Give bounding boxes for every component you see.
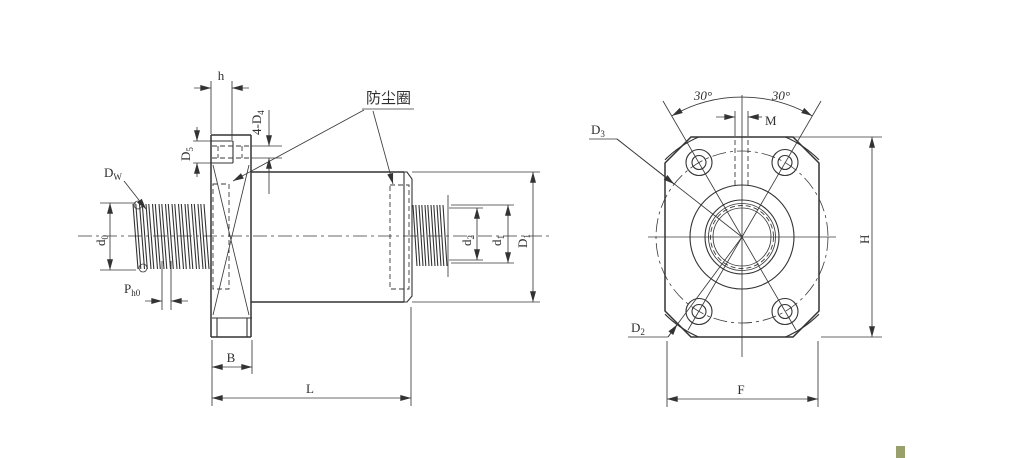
label-d5: D5 xyxy=(178,147,195,161)
center-bore-circles xyxy=(689,184,795,290)
label-4-d4: 4-D4 xyxy=(249,110,266,135)
watermark-artifact xyxy=(896,446,905,458)
label-h: h xyxy=(218,68,225,83)
label-angle-right: 30° xyxy=(771,88,790,103)
dim-D1: D1 xyxy=(412,171,540,303)
dim-ph0: Ph0 xyxy=(124,261,188,310)
ball-circle-bottom xyxy=(138,263,148,273)
nut-body xyxy=(212,171,413,303)
dim-b: B xyxy=(211,340,253,406)
bolt-hole-top-left xyxy=(685,148,713,177)
dim-d5: D5 xyxy=(178,127,211,177)
bolt-hole-top-right xyxy=(771,148,799,177)
wiper-ring-right xyxy=(403,171,413,303)
dim-l: L xyxy=(211,307,412,406)
label-D1: D1 xyxy=(515,234,532,248)
dim-height-h: H xyxy=(789,136,882,338)
label-d1: d1 xyxy=(489,235,506,246)
dust-seal-callout: 防尘圈 xyxy=(232,90,414,185)
label-dw: DW xyxy=(104,165,122,182)
label-d0: d0 xyxy=(93,235,110,247)
label-b: B xyxy=(227,350,236,365)
bolt-hole-bottom-left xyxy=(685,297,713,326)
label-f: F xyxy=(737,382,744,397)
leader-d2: D2 xyxy=(628,236,743,338)
dim-d1: d1 xyxy=(451,204,514,264)
label-d3: D3 xyxy=(591,122,605,139)
dim-m: M xyxy=(716,111,777,186)
dust-seal-right-hidden xyxy=(389,184,410,290)
bolt-hole-bottom-right xyxy=(771,297,799,326)
label-height-h: H xyxy=(857,235,872,244)
label-l: L xyxy=(306,381,314,396)
leader-d3: D3 xyxy=(589,122,743,238)
radial-line-tr-bl xyxy=(687,100,822,331)
dim-h: h xyxy=(194,68,249,140)
flange-cross-lines xyxy=(212,164,250,316)
label-m: M xyxy=(765,113,777,128)
radial-line-tl-br xyxy=(662,100,797,331)
right-view: 30° 30° M D3 D2 xyxy=(589,88,882,407)
label-angle-left: 30° xyxy=(693,88,712,103)
label-ph0: Ph0 xyxy=(124,281,141,298)
dim-d2: d2 xyxy=(449,207,483,261)
bolt-holes xyxy=(685,148,799,326)
dust-seal-left-hidden xyxy=(212,183,230,290)
label-dust-seal: 防尘圈 xyxy=(366,90,411,107)
dim-d0: d0 xyxy=(93,202,136,271)
label-d2: d2 xyxy=(459,235,476,246)
dim-4-d4: 4-D4 xyxy=(249,110,282,194)
bolt-circle xyxy=(655,150,829,324)
screw-thread-right xyxy=(412,195,449,277)
dim-angle-30: 30° 30° xyxy=(671,88,813,117)
flange-corner-arcs xyxy=(664,136,820,338)
flange-section xyxy=(210,134,252,338)
left-view: h D5 4-D4 DW xyxy=(78,68,553,406)
label-d2-flange: D2 xyxy=(631,320,645,337)
dim-f: F xyxy=(666,341,819,407)
leader-dw: DW xyxy=(104,165,147,210)
